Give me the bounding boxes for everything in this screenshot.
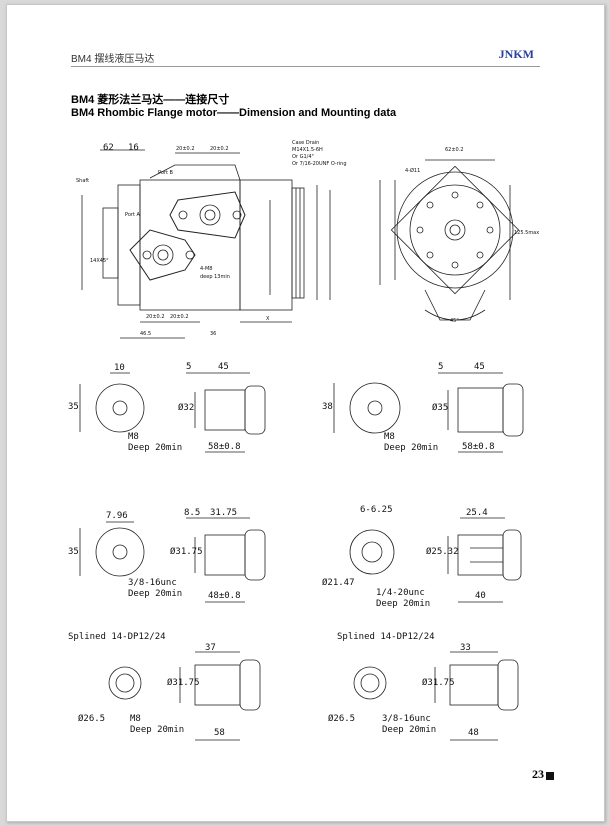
- dim-16: 16: [128, 143, 139, 153]
- label-case-drain-2: M14X1.5-6H: [292, 147, 323, 153]
- label-4m8: 4-M8: [200, 266, 213, 272]
- shaft5-deep: Deep 20min: [130, 725, 185, 735]
- shaft4-top1: 6-6.25: [360, 505, 393, 515]
- shaft6-title: Splined 14-DP12/24: [337, 632, 435, 642]
- dim-46-5: 46.5: [140, 331, 152, 337]
- label-shaft: Shaft: [76, 178, 90, 184]
- shaft6-left: Ø26.5: [328, 714, 356, 724]
- shaft3-deep: Deep 20min: [128, 589, 183, 599]
- header-series: BM4 摆线液压马达: [71, 54, 155, 65]
- shaft-2: [333, 372, 524, 453]
- shaft1-top2: 5: [186, 362, 192, 372]
- motor-side-view: [81, 149, 331, 339]
- shaft1-deep: Deep 20min: [128, 443, 183, 453]
- dim-36: 36: [210, 331, 217, 337]
- label-case-drain: Case Drain: [292, 140, 320, 146]
- shaft4-deep: Deep 20min: [376, 599, 431, 609]
- shaft3-thread: 3/8-16unc: [128, 578, 177, 588]
- label-case-drain-3: Or G1/4": [292, 154, 314, 160]
- shaft3-top2: 8.5: [184, 508, 201, 518]
- shaft6-top3: 33: [460, 643, 471, 653]
- title-chinese: BM4 菱形法兰马达——连接尺寸: [71, 94, 230, 106]
- brand-logo: JNKM: [498, 47, 534, 61]
- shaft5-top3: 37: [205, 643, 216, 653]
- label-deep-13: deep 13min: [200, 274, 230, 280]
- shaft4-top3: 25.4: [466, 508, 488, 518]
- shaft2-top2: 5: [438, 362, 444, 372]
- dim-chamfer: 14X45°: [90, 258, 109, 264]
- page-number: 23: [532, 767, 544, 781]
- shaft4-dia: Ø25.32: [426, 547, 459, 557]
- shaft4-left: Ø21.47: [322, 578, 355, 588]
- shaft4-len: 40: [475, 591, 486, 601]
- page-number-square-icon: [546, 772, 554, 780]
- document-page: BM4 摆线液压马达 JNKM BM4 菱形法兰马达——连接尺寸 BM4 Rho…: [6, 4, 605, 822]
- shaft5-thread: M8: [130, 714, 141, 724]
- shaft1-left: 35: [68, 402, 79, 412]
- dim-20-c: 20±0.2: [146, 314, 165, 320]
- shaft2-top3: 45: [474, 362, 485, 372]
- shaft-4: [349, 517, 522, 603]
- dim-20-b: 20±0.2: [210, 146, 229, 152]
- title-english: BM4 Rhombic Flange motor——Dimension and …: [71, 107, 397, 119]
- shaft1-dia: Ø32: [178, 403, 195, 413]
- shaft3-len: 48±0.8: [208, 591, 241, 601]
- shaft3-top3: 31.75: [210, 508, 238, 518]
- motor-front-view: [379, 159, 520, 321]
- shaft5-left: Ø26.5: [78, 714, 106, 724]
- shaft2-left: 38: [322, 402, 333, 412]
- label-port-b: Port B: [158, 170, 173, 176]
- shaft3-left: 35: [68, 547, 79, 557]
- shaft6-thread: 3/8-16unc: [382, 714, 431, 724]
- label-4-d11: 4-Ø11: [405, 168, 421, 174]
- shaft2-thread: M8: [384, 432, 395, 442]
- shaft2-len: 58±0.8: [462, 442, 495, 452]
- shaft1-top3: 45: [218, 362, 229, 372]
- shaft-5: [108, 651, 261, 741]
- shaft5-dia: Ø31.75: [167, 678, 200, 688]
- shaft4-thread: 1/4-20unc: [376, 588, 425, 598]
- shaft1-top1: 10: [114, 363, 125, 373]
- dim-20-d: 20±0.2: [170, 314, 189, 320]
- shaft2-dia: Ø35: [432, 403, 449, 413]
- shaft-1: [79, 372, 266, 453]
- shaft-6: [353, 651, 519, 741]
- label-port-a: Port A: [125, 212, 140, 218]
- label-case-drain-4: Or 7/16-20UNF O-ring: [292, 161, 347, 167]
- shaft6-len: 48: [468, 728, 479, 738]
- shaft3-top1: 7.96: [106, 511, 128, 521]
- shaft2-deep: Deep 20min: [384, 443, 439, 453]
- shaft1-thread: M8: [128, 432, 139, 442]
- shaft6-deep: Deep 20min: [382, 725, 437, 735]
- dim-20-a: 20±0.2: [176, 146, 195, 152]
- dim-x: X: [266, 316, 270, 322]
- dim-125-5: 125.5max: [514, 230, 540, 236]
- shaft-3: [79, 517, 266, 603]
- shaft3-dia: Ø31.75: [170, 547, 203, 557]
- shaft1-len: 58±0.8: [208, 442, 241, 452]
- shaft5-len: 58: [214, 728, 225, 738]
- shaft5-title: Splined 14-DP12/24: [68, 632, 166, 642]
- header-divider: [71, 66, 540, 67]
- dim-45deg: 45°: [450, 318, 459, 324]
- dim-62-02: 62±0.2: [445, 147, 464, 153]
- shaft6-dia: Ø31.75: [422, 678, 455, 688]
- dim-62: 62: [103, 143, 114, 153]
